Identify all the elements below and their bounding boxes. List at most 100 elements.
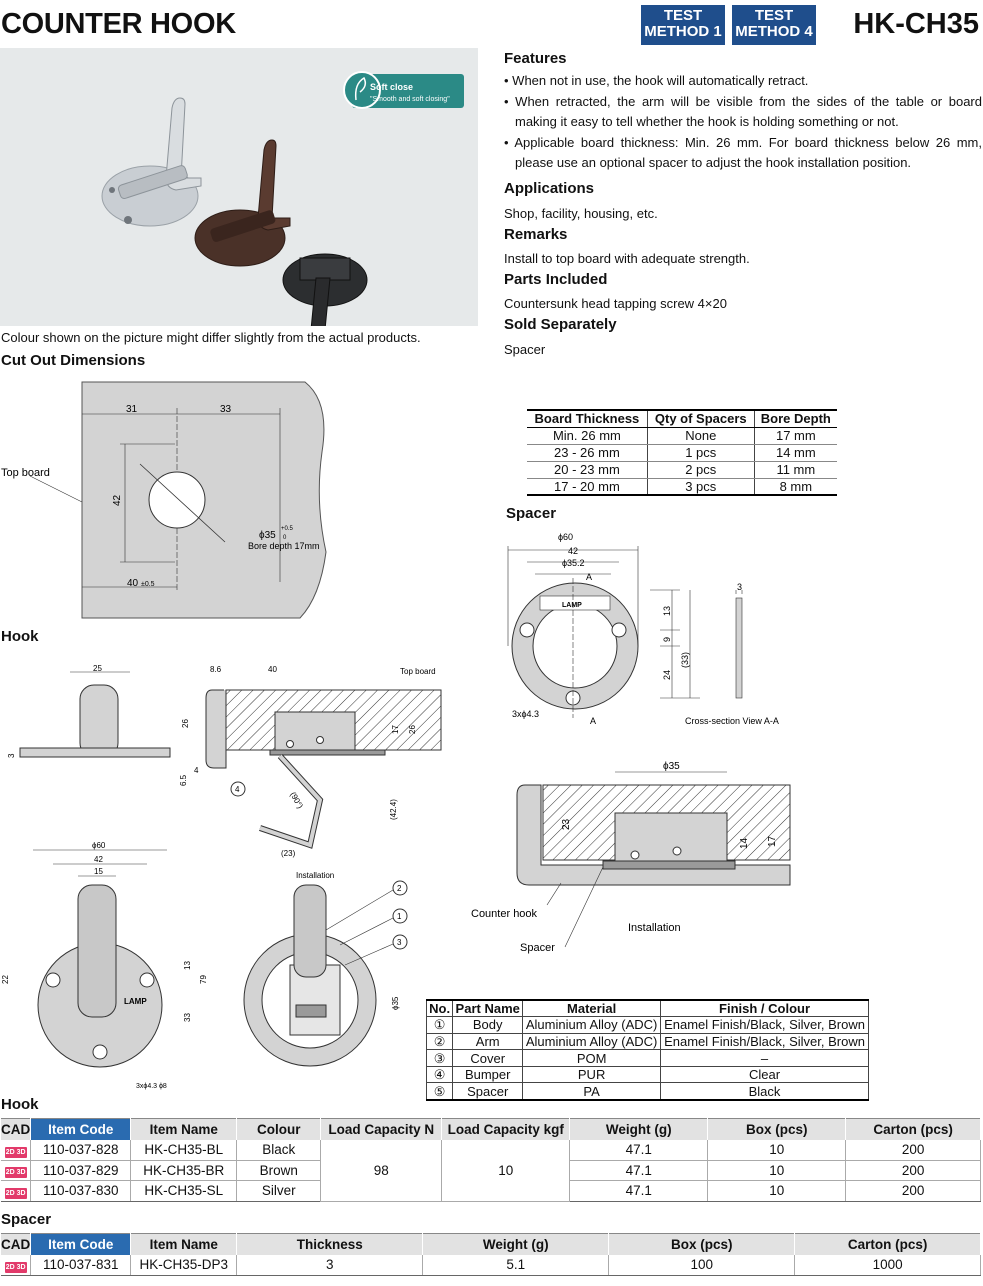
install-d35: ϕ35 [663, 761, 680, 772]
test-method-4-badge: TEST METHOD 4 [732, 5, 816, 45]
table-row: 2D 3D 110-037-828 HK-CH35-BL Black 98 10… [1, 1139, 981, 1202]
table-cell: Enamel Finish/Black, Silver, Brown [660, 1032, 869, 1051]
install-d23: 23 [561, 818, 572, 830]
badge-line: TEST [663, 7, 703, 24]
spacer-d352: ϕ35.2 [562, 558, 585, 568]
hook-d40: 40 [268, 665, 277, 674]
load-capacity-n: 98 [320, 1139, 443, 1202]
cad-download-icon[interactable]: 2D 3D [4, 1167, 27, 1179]
dim-42: 42 [112, 494, 123, 506]
table-cell: Spacer [452, 1082, 524, 1101]
table-cell: Min. 26 mm [527, 427, 648, 445]
callout-4: 4 [235, 785, 240, 794]
badge-line: METHOD 4 [735, 23, 813, 40]
item-colour: Brown [236, 1160, 322, 1182]
table-cell: 17 mm [753, 427, 837, 445]
spacer-d33: (33) [680, 652, 690, 668]
spacer-d24: 24 [662, 670, 672, 680]
hook-top-board: Top board [400, 667, 436, 676]
callout-3: 3 [397, 938, 402, 947]
bore-depth: Bore depth 17mm [248, 541, 320, 551]
column-header: Carton (pcs) [794, 1233, 981, 1255]
item-colour: Black [236, 1139, 322, 1161]
item-weight: 5.1 [422, 1254, 610, 1276]
feature-text: When not in use, the hook will automatic… [512, 73, 809, 88]
table-cell: ② [425, 1032, 454, 1051]
cutout-drawing: 31 33 42 40 ±0.5 ϕ35 +0.5 0 Bore depth 1… [1, 381, 327, 619]
dim-33: 33 [220, 404, 232, 415]
item-box: 100 [608, 1254, 796, 1276]
table-cell: 17 - 20 mm [527, 478, 648, 496]
remarks-heading: Remarks [504, 226, 568, 243]
column-header: Weight (g) [422, 1233, 610, 1255]
dim-dia-tol-bottom: 0 [283, 535, 287, 541]
cad-download-icon[interactable]: 2D 3D [4, 1187, 27, 1199]
cad-cell[interactable]: 2D 3D [1, 1160, 32, 1182]
cad-cell[interactable]: 2D 3D [1, 1254, 32, 1276]
spacer-brand: LAMP [562, 602, 582, 609]
column-header: Load Capacity kgf [441, 1118, 571, 1140]
item-weight: 47.1 [569, 1160, 709, 1182]
hook-d17: 17 [391, 725, 400, 734]
dim-31: 31 [126, 404, 138, 415]
column-header: Box (pcs) [608, 1233, 796, 1255]
table-row: 2D 3D 110-037-829 HK-CH35-BR Brown 47.1 … [1, 1160, 981, 1182]
item-name: HK-CH35-BL [130, 1139, 238, 1161]
sold-separately-heading: Sold Separately [504, 316, 617, 333]
column-header: Bore Depth [753, 410, 837, 428]
feature-text: Applicable board thickness: Min. 26 mm. … [514, 134, 982, 171]
table-cell: Clear [660, 1065, 869, 1084]
remarks-text: Install to top board with adequate stren… [504, 251, 750, 266]
cad-download-icon[interactable]: 2D 3D [4, 1146, 27, 1158]
item-carton: 1000 [794, 1254, 981, 1276]
cad-download-icon[interactable]: 2D 3D [4, 1261, 27, 1273]
table-cell: Cover [452, 1049, 524, 1067]
table-cell: Arm [452, 1032, 524, 1051]
item-code: 110-037-830 [30, 1180, 132, 1202]
table-cell: 2 pcs [646, 461, 755, 479]
hook-d26: 26 [181, 719, 190, 728]
spacer-table-heading: Spacer [1, 1211, 52, 1228]
table-cell: ④ [425, 1065, 454, 1084]
badge-line: METHOD 1 [644, 23, 722, 40]
cad-cell[interactable]: 2D 3D [1, 1139, 32, 1161]
callout-1: 1 [397, 912, 402, 921]
soft-close-subtitle: "Smooth and soft closing" [370, 96, 450, 103]
spacer-d42: 42 [568, 546, 578, 556]
spacer-d3: 3 [737, 582, 742, 592]
top-board-label: Top board [1, 467, 50, 479]
badge-line: TEST [754, 7, 794, 24]
spacer-d60: ϕ60 [558, 532, 573, 542]
features-heading: Features [504, 50, 567, 67]
section-mark-bottom: A [590, 716, 596, 726]
hook-drawing-heading: Hook [1, 628, 39, 645]
column-header: CAD [1, 1233, 32, 1255]
installation-drawing: ϕ35 23 14 17 Counter hook Spacer Install… [471, 761, 791, 954]
hook-d23: (23) [281, 849, 296, 858]
item-carton: 200 [845, 1139, 981, 1161]
table-cell: Aluminium Alloy (ADC) [522, 1016, 662, 1034]
install-d14: 14 [739, 837, 750, 849]
item-name: HK-CH35-SL [130, 1180, 238, 1202]
hook-d33: 33 [183, 1013, 192, 1022]
cad-cell[interactable]: 2D 3D [1, 1180, 32, 1202]
hook-d60: ϕ60 [92, 841, 106, 850]
table-cell: PA [522, 1082, 662, 1101]
dim-40-tolerance: ±0.5 [141, 581, 155, 588]
hook-d4: 4 [194, 766, 199, 775]
column-header: Board Thickness [527, 410, 648, 428]
table-cell: Enamel Finish/Black, Silver, Brown [660, 1016, 869, 1034]
spacer-drawing-heading: Spacer [506, 505, 557, 522]
column-header: Item Name [130, 1233, 238, 1255]
spacer-d13: 13 [662, 606, 672, 616]
item-carton: 200 [845, 1180, 981, 1202]
features-section: Features • When not in use, the hook wil… [504, 50, 982, 174]
sold-separately-text: Spacer [504, 342, 546, 357]
column-header: Weight (g) [569, 1118, 709, 1140]
parts-table: No. Part Name Material Finish / Colour ①… [425, 999, 869, 1101]
table-row: 2D 3D 110-037-830 HK-CH35-SL Silver 47.1… [1, 1180, 981, 1202]
